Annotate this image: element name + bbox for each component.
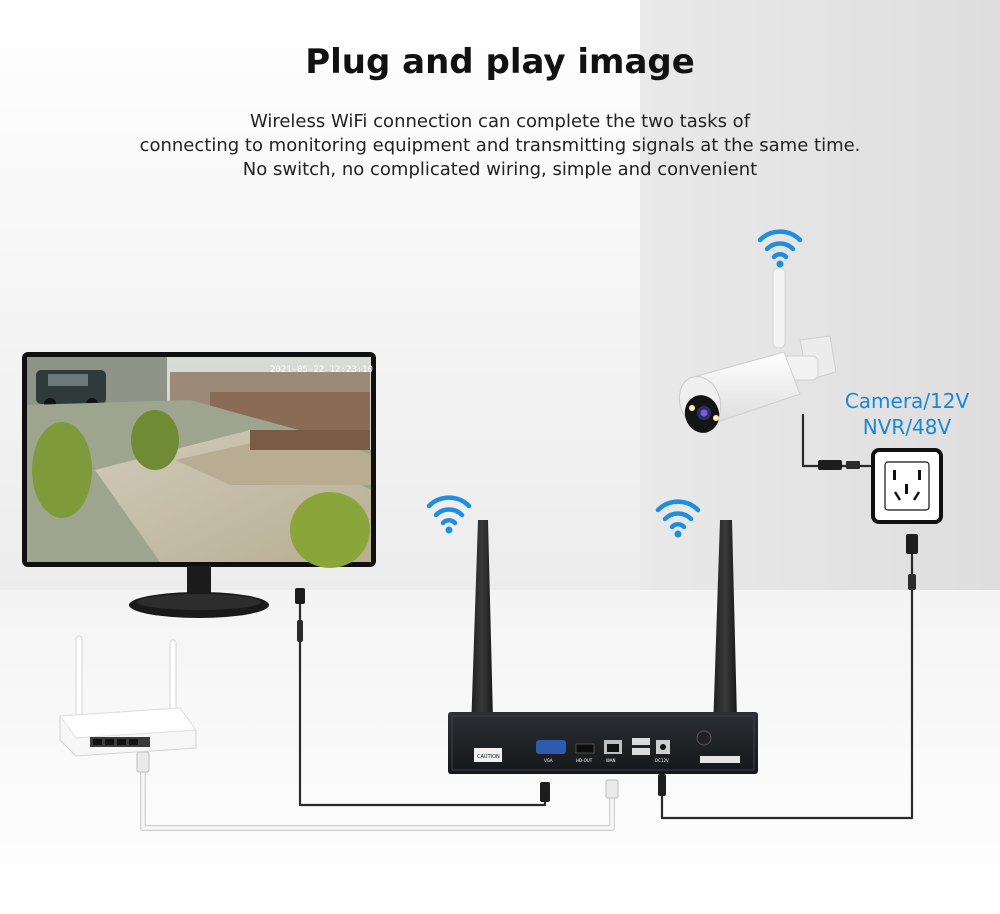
hdmi-plug-nvr xyxy=(540,782,550,802)
nvr-port-hdmi xyxy=(575,743,595,754)
wifi-icon xyxy=(757,229,803,268)
nvr-antenna-right xyxy=(712,520,738,760)
nvr-recorder: CAUTION VGA HD-OUT WAN DC12V xyxy=(448,520,758,774)
wifi-icon xyxy=(655,499,701,538)
nvr-antenna-left xyxy=(470,520,494,760)
description-line-1: Wireless WiFi connection can complete th… xyxy=(249,111,751,132)
description-line-3: No switch, no complicated wiring, simple… xyxy=(242,159,758,180)
nvr-power-cable xyxy=(660,553,914,820)
camera-led-left xyxy=(689,405,695,411)
nvr-port-label-dc: DC12V xyxy=(655,758,669,763)
hdmi-plug-top xyxy=(295,588,305,604)
power-plug-socket xyxy=(906,534,918,554)
network-cable-router-inner xyxy=(141,768,614,830)
nvr-port-label-hdmi: HD-OUT xyxy=(576,758,593,763)
power-spec-camera: Camera/12V xyxy=(844,389,970,413)
page-title: Plug and play image xyxy=(305,42,695,82)
nvr-port-usb-1 xyxy=(632,738,650,745)
hdmi-plug-cable xyxy=(297,620,303,642)
dc-plug-nvr xyxy=(658,774,666,796)
camera-dc-connector xyxy=(818,460,842,470)
power-spec-label: Camera/12V NVR/48V xyxy=(832,388,982,440)
monitor-neck xyxy=(187,566,211,596)
description: Wireless WiFi connection can complete th… xyxy=(0,110,1000,182)
monitor: 2021-05-22 12:23:10 xyxy=(22,352,376,618)
camera-antenna xyxy=(772,267,786,349)
router-antenna-left xyxy=(75,635,83,717)
nvr-port-usb-2 xyxy=(632,748,650,755)
monitor-screen: 2021-05-22 12:23:10 xyxy=(27,357,373,568)
hdmi-cable xyxy=(298,598,547,807)
power-adapter-inline xyxy=(908,574,916,590)
connectors xyxy=(136,460,918,802)
rj45-plug-router xyxy=(136,751,150,773)
nvr-port-label-wan: WAN xyxy=(606,758,615,763)
rj45-plug-nvr xyxy=(605,779,619,799)
nvr-port-label-vga: VGA xyxy=(544,758,553,763)
camera-led-right xyxy=(713,415,719,421)
nvr-body xyxy=(448,712,758,774)
router xyxy=(59,635,197,757)
camera-dc-plug xyxy=(846,461,860,469)
description-line-2: connecting to monitoring equipment and t… xyxy=(139,135,861,156)
nvr-fan xyxy=(696,730,712,746)
power-spec-nvr: NVR/48V xyxy=(862,415,952,439)
wifi-icon xyxy=(426,495,472,534)
nvr-caution-sticker xyxy=(474,748,502,762)
power-socket-icon xyxy=(871,448,943,524)
bullet-camera xyxy=(678,267,837,433)
nvr-port-vga xyxy=(536,740,566,754)
monitor-osd-timestamp: 2021-05-22 12:23:10 xyxy=(270,365,373,375)
nvr-serial-sticker xyxy=(700,756,740,763)
nvr-caution-text: CAUTION xyxy=(477,754,500,760)
